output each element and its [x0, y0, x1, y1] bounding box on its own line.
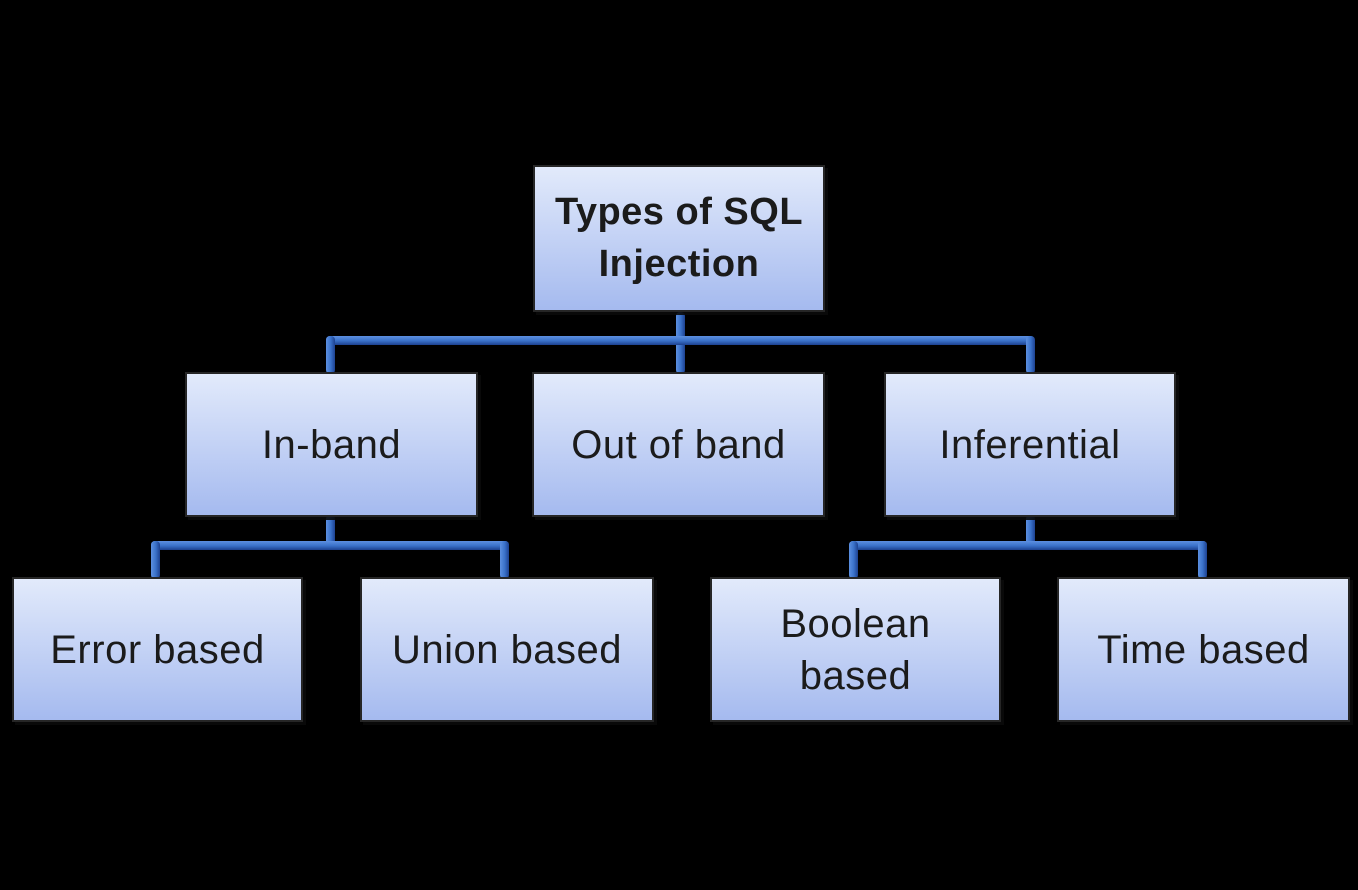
connector-drop-in-band	[326, 336, 335, 374]
node-types-of-sql-injection: Types of SQL Injection	[533, 165, 825, 312]
node-label: Union based	[391, 627, 623, 672]
connector-drop-inferential	[1026, 336, 1035, 374]
node-inferential: Inferential	[884, 372, 1176, 517]
node-out-of-band: Out of band	[532, 372, 825, 517]
node-label: Inferential	[939, 422, 1121, 467]
connector-drop-time-based	[1198, 541, 1207, 579]
node-union-based: Union based	[360, 577, 654, 722]
node-label: Error based	[50, 627, 265, 672]
node-time-based: Time based	[1057, 577, 1350, 722]
node-label: Boolean based	[780, 601, 931, 698]
node-label: Out of band	[571, 422, 786, 467]
connector-inferential-stem	[1026, 515, 1035, 549]
connector-drop-union-based	[500, 541, 509, 579]
node-label: In-band	[261, 422, 402, 467]
connector-in-band-bar	[151, 541, 509, 550]
node-error-based: Error based	[12, 577, 303, 722]
connector-level1-bar	[326, 336, 1034, 345]
connector-drop-boolean-based	[849, 541, 858, 579]
node-label: Time based	[1097, 627, 1310, 672]
connector-in-band-stem	[326, 515, 335, 549]
connector-drop-error-based	[151, 541, 160, 579]
node-label: Types of SQL Injection	[554, 191, 804, 285]
connector-inferential-bar	[849, 541, 1207, 550]
node-in-band: In-band	[185, 372, 478, 517]
node-boolean-based: Boolean based	[710, 577, 1001, 722]
